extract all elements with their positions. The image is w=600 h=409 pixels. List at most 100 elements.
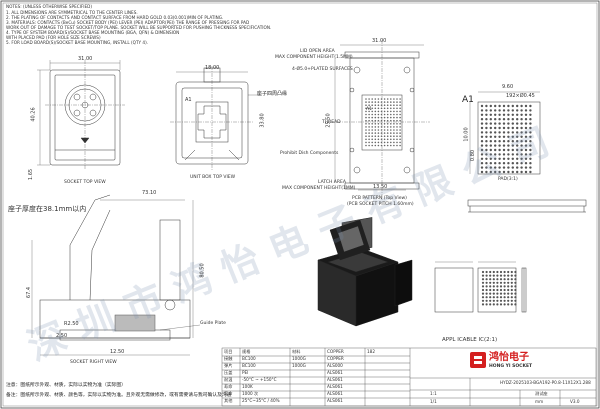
ic-ball: [492, 303, 495, 306]
title-block-cell: 耐温: [224, 377, 233, 382]
pad-ball: [498, 109, 501, 112]
pcb-ball: [365, 144, 367, 147]
pcb-ball: [390, 98, 392, 100]
pcb-ball: [371, 132, 374, 134]
pcb-ball: [365, 141, 367, 144]
pad-ball: [485, 126, 488, 130]
pad-ball: [507, 131, 510, 134]
pcb-ball: [377, 113, 380, 116]
pad-ball: [480, 122, 484, 125]
ic-ball: [496, 296, 499, 299]
mounting-holes-note: 4-Ø5.0+PLATED SURFACES: [292, 67, 353, 72]
pcb-ball: [383, 135, 386, 137]
view-title-socket-right: SOCKET RIGHT VIEW: [70, 360, 117, 365]
pad-ball: [516, 153, 519, 156]
pcb-ball: [368, 101, 370, 103]
pcb-ball: [390, 132, 392, 134]
pcb-ball: [396, 116, 398, 119]
pad-ball: [511, 162, 514, 165]
pcb-ball: [390, 119, 392, 122]
pcb-ball: [396, 141, 398, 144]
ic-ball: [485, 292, 488, 295]
ic-ball: [489, 299, 492, 302]
pad-ball: [489, 153, 492, 156]
pcb-ball: [374, 141, 377, 144]
pad-ball: [507, 104, 510, 108]
pad-ball: [494, 140, 497, 143]
ic-ball: [481, 281, 485, 284]
pad-ball: [489, 140, 492, 143]
pcb-ball: [390, 101, 392, 103]
notes-line: 2. THE PLATING OF CONTACTS AND CONTACT S…: [6, 15, 224, 20]
pad-ball: [480, 104, 484, 108]
pad-ball: [480, 126, 484, 130]
pcb-ball: [377, 107, 380, 110]
pcb-ball: [396, 126, 398, 128]
pad-ball: [507, 157, 510, 160]
pcb-ball: [371, 129, 374, 131]
pcb-ball: [386, 135, 389, 137]
ic-ball: [499, 270, 503, 274]
dim-pcb-w3: 13.50: [373, 184, 388, 190]
pad-ball: [529, 148, 532, 152]
pcb-ball: [390, 110, 392, 113]
pad-ball: [520, 153, 523, 156]
pad-ball: [502, 109, 506, 112]
pcb-ball: [399, 138, 401, 141]
ic-ball: [499, 281, 503, 284]
ic-ball: [503, 299, 506, 302]
pcb-ball: [383, 101, 386, 103]
pcb-ball: [365, 138, 367, 141]
pcb-ball: [374, 107, 377, 110]
title-block-cell: 1000G: [292, 356, 306, 361]
pcb-ball: [393, 141, 395, 144]
ic-ball: [496, 303, 499, 306]
ic-ball: [503, 278, 506, 281]
pcb-ball: [374, 123, 377, 125]
pcb-ball: [393, 113, 395, 116]
pad-ball: [524, 153, 528, 156]
pcb-ball: [377, 104, 380, 106]
max-component-height: MAX COMPONENT HEIGHT(1.5MM): [275, 55, 353, 60]
pad-ball: [494, 153, 497, 156]
ic-ball: [510, 281, 513, 284]
pad-ball: [489, 148, 492, 152]
ic-ball-grid: [481, 270, 517, 306]
pad-ball: [494, 157, 497, 160]
ic-ball: [507, 299, 510, 302]
pcb-ball: [399, 110, 401, 113]
part-number: HYDZ-2025103-BGA192-P0.8-11X12X1.288: [500, 380, 591, 385]
pad-ball: [511, 113, 514, 117]
pad-ball: [511, 135, 514, 138]
dim-right-side: 80.50: [199, 263, 206, 278]
pad-ball: [516, 104, 519, 108]
pcb-ball: [380, 135, 383, 137]
pcb-ball: [383, 141, 386, 144]
ic-ball: [514, 285, 517, 288]
pcb-ball: [374, 129, 377, 131]
title-block-cell: -50°C ~ +150°C: [242, 377, 277, 382]
pcb-ball: [393, 126, 395, 128]
pad-ball: [502, 104, 506, 108]
title-block-cell: 寿命: [224, 391, 233, 396]
notes-line: 4. TYPE OF SYSTEM BOARD(S)/SOCKET BASE M…: [6, 30, 180, 35]
dim-pcb-h: 25.50: [325, 113, 332, 128]
pad-ball: [511, 157, 514, 160]
title-block-cell: ALS061: [327, 370, 343, 375]
pcb-ball: [377, 144, 380, 147]
pad-ball: [485, 135, 488, 138]
pad-ball: [520, 131, 523, 134]
pad-ball: [498, 104, 501, 108]
dim-unit-height: 33.80: [259, 113, 266, 128]
pad-ball: [494, 170, 497, 174]
ic-ball: [510, 299, 513, 302]
view-title-socket-top: SOCKET TOP VIEW: [64, 180, 106, 185]
pcb-ball: [377, 98, 380, 100]
dim-bottom-small: 1.65: [28, 168, 35, 181]
pcb-ball: [399, 129, 401, 131]
pad-ball: [511, 166, 514, 169]
pcb-ball: [365, 101, 367, 103]
ic-ball: [514, 299, 517, 302]
pcb-ball: [371, 123, 374, 125]
